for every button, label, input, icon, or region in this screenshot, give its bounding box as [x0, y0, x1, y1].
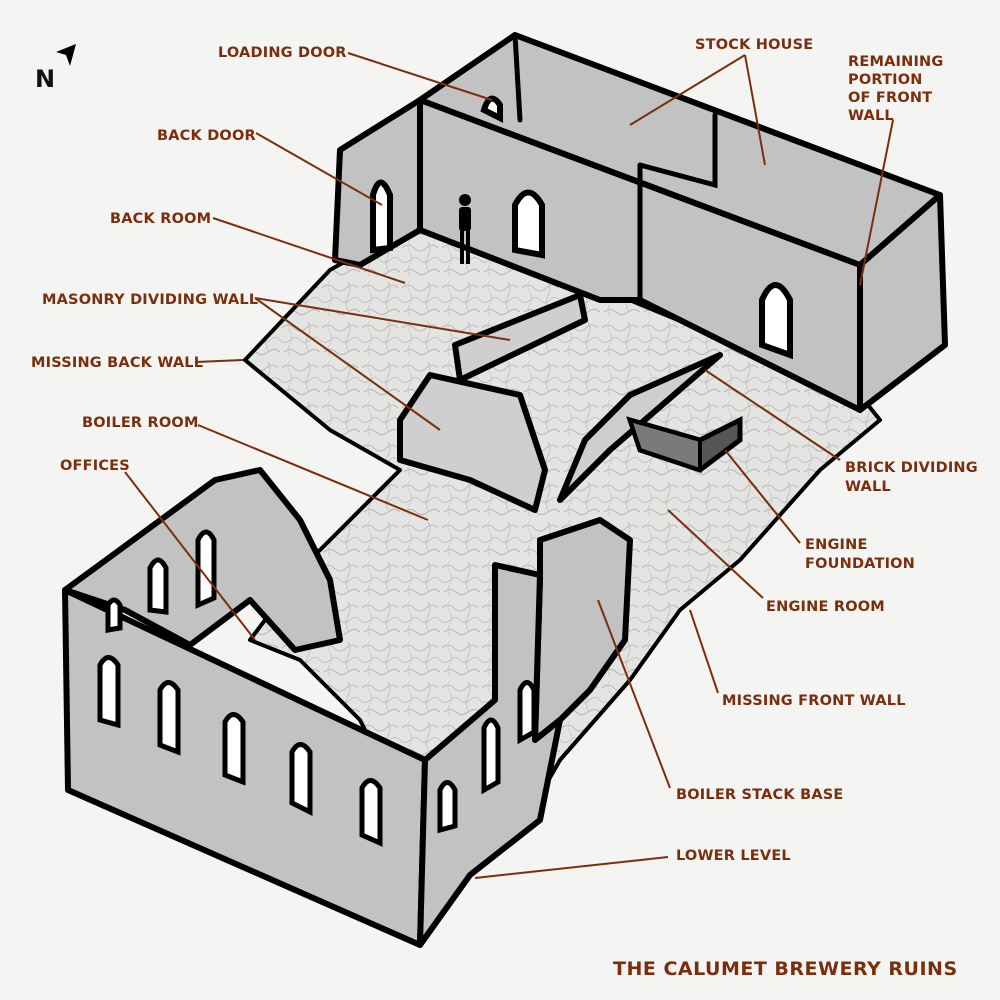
leader-remaining-front-wall — [859, 119, 894, 286]
north-arrow-icon — [56, 44, 76, 66]
leader-masonry-wall-b — [254, 297, 441, 431]
label-brick-dividing-wall-1: BRICK DIVIDING — [845, 460, 978, 476]
diagram-title: THE CALUMET BREWERY RUINS — [613, 958, 958, 980]
stock-house-partition-2 — [637, 112, 718, 189]
label-lower-level: LOWER LEVEL — [676, 848, 791, 864]
office-window-5 — [359, 778, 383, 847]
label-stock-house: STOCK HOUSE — [695, 37, 813, 53]
leader-stock-house-b — [744, 54, 766, 166]
building-drawing — [62, 32, 948, 948]
leader-masonry-wall-a — [254, 297, 511, 341]
leader-missing-front-wall — [689, 609, 719, 694]
label-loading-door: LOADING DOOR — [218, 45, 347, 61]
label-remaining-front-wall-2: PORTION — [848, 72, 923, 88]
leader-back-door — [255, 132, 383, 206]
compass: N — [35, 44, 76, 93]
compass-north-label: N — [35, 65, 55, 93]
label-offices: OFFICES — [60, 458, 130, 474]
label-brick-dividing-wall-2: WALL — [845, 479, 891, 495]
leader-engine-room — [667, 509, 764, 599]
label-remaining-front-wall-3: OF FRONT — [848, 90, 932, 106]
label-back-room: BACK ROOM — [110, 211, 211, 227]
masonry-dividing-wall-upper — [452, 292, 588, 383]
leader-lines — [124, 52, 894, 879]
label-missing-front-wall: MISSING FRONT WALL — [722, 693, 906, 709]
office-window-7 — [195, 529, 217, 609]
office-window-10 — [481, 717, 501, 795]
stock-house-arched-door — [759, 282, 793, 360]
label-boiler-room: BOILER ROOM — [82, 415, 199, 431]
label-remaining-front-wall-1: REMAINING — [848, 54, 943, 70]
leader-brick-dividing-wall — [704, 369, 841, 461]
office-window-9 — [437, 780, 458, 834]
label-missing-back-wall: MISSING BACK WALL — [31, 355, 203, 371]
leader-boiler-room — [197, 424, 429, 521]
office-window-11 — [517, 680, 537, 745]
leader-stock-house-a — [629, 54, 746, 126]
back-room-door — [512, 189, 545, 259]
office-window-1 — [97, 655, 121, 729]
office-window-4 — [289, 742, 313, 817]
label-engine-room: ENGINE ROOM — [766, 599, 885, 615]
label-remaining-front-wall-4: WALL — [848, 108, 894, 124]
stock-house-divider — [512, 32, 523, 123]
leader-back-room — [212, 217, 406, 284]
leader-missing-back-wall — [195, 359, 244, 363]
office-window-8 — [105, 597, 123, 633]
masonry-dividing-wall-lower — [397, 372, 548, 513]
leader-lower-level — [474, 856, 669, 879]
leader-boiler-stack-base — [597, 599, 671, 789]
label-back-door: BACK DOOR — [157, 128, 256, 144]
label-boiler-stack-base: BOILER STACK BASE — [676, 787, 844, 803]
callout-labels: LOADING DOOR STOCK HOUSE REMAINING PORTI… — [31, 37, 978, 864]
label-engine-foundation-2: FOUNDATION — [805, 556, 915, 572]
office-window-2 — [157, 680, 181, 756]
brick-dividing-wall — [557, 352, 723, 503]
remaining-front-wall — [857, 192, 948, 413]
leader-loading-door — [347, 52, 493, 101]
leader-engine-foundation — [724, 449, 801, 544]
loading-door-opening — [480, 95, 503, 123]
person-figure-icon — [459, 194, 471, 264]
office-window-6 — [147, 557, 169, 615]
office-window-3 — [222, 712, 246, 786]
leader-offices — [124, 471, 256, 641]
label-masonry-dividing-wall: MASONRY DIVIDING WALL — [42, 292, 258, 308]
back-door-opening — [370, 179, 393, 254]
engine-foundation — [626, 415, 743, 473]
label-engine-foundation-1: ENGINE — [805, 537, 868, 553]
